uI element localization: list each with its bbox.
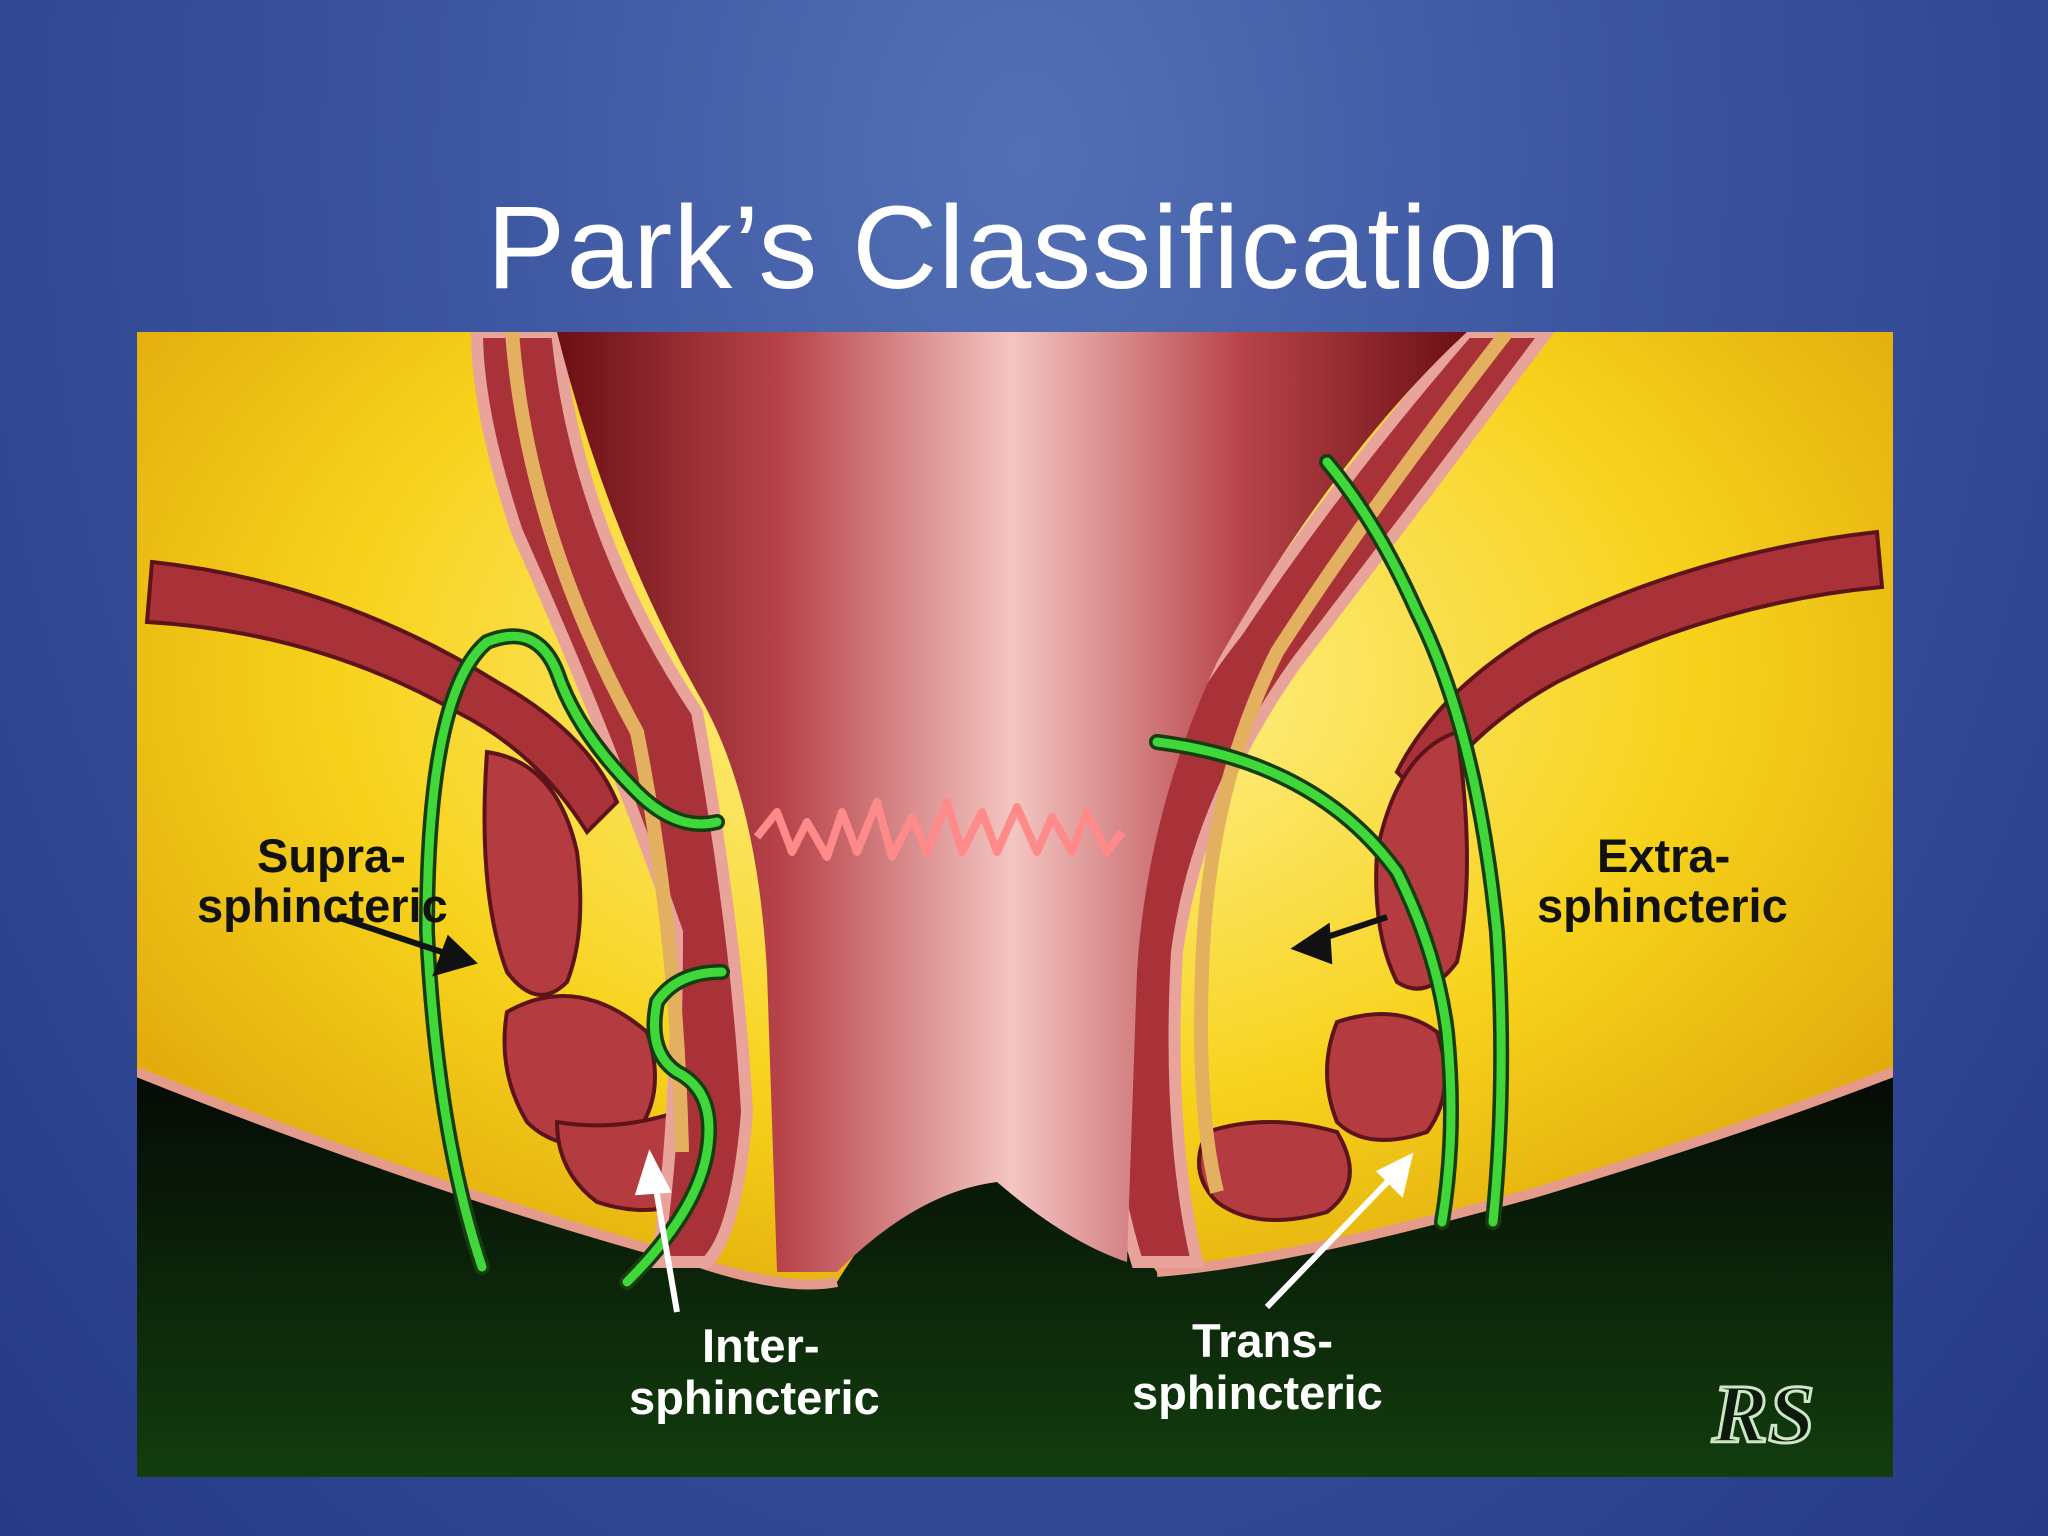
- label-arrows: [336, 914, 1414, 1313]
- inter-arrow: [651, 1176, 680, 1313]
- skin-edge-pink-right: [1156, 1067, 1893, 1277]
- extrasphincteric-tract: [1322, 457, 1506, 1227]
- dentate-line: [753, 798, 1126, 861]
- external-sphincter-right: [1197, 729, 1469, 1222]
- intersphincteric-tract: [622, 967, 727, 1287]
- trans-arrow: [1264, 1169, 1400, 1310]
- skin-edge-pink: [137, 1067, 838, 1290]
- label-supra-line1: Supra-: [257, 829, 406, 882]
- levator-left: [144, 559, 620, 836]
- slide-title: Park’s Classification: [486, 182, 1562, 314]
- transsphincteric-tract: [1152, 737, 1456, 1227]
- label-inter-line1: Inter-: [702, 1319, 820, 1372]
- label-inter-line2: sphincteric: [629, 1371, 880, 1424]
- supra-arrow: [336, 914, 458, 960]
- label-extra-line2: sphincteric: [1537, 879, 1788, 932]
- internal-sphincter-left-stripe: [505, 332, 689, 1153]
- perineal-skin: [137, 1072, 1893, 1477]
- suprasphincteric-tract: [422, 631, 722, 1272]
- label-trans-line2: sphincteric: [1132, 1366, 1383, 1419]
- label-supra-line2: sphincteric: [197, 879, 448, 932]
- anal-canal: [557, 332, 1467, 1272]
- label-extra-line1: Extra-: [1597, 829, 1730, 882]
- artist-signature: RS: [1711, 1368, 1815, 1461]
- fistula-classification-diagram: Supra- sphincteric Extra- sphincteric In…: [137, 332, 1893, 1477]
- fistula-tracts-green: [422, 457, 1506, 1287]
- rectal-wall-right: [1099, 332, 1555, 1268]
- label-trans-line1: Trans-: [1192, 1314, 1333, 1367]
